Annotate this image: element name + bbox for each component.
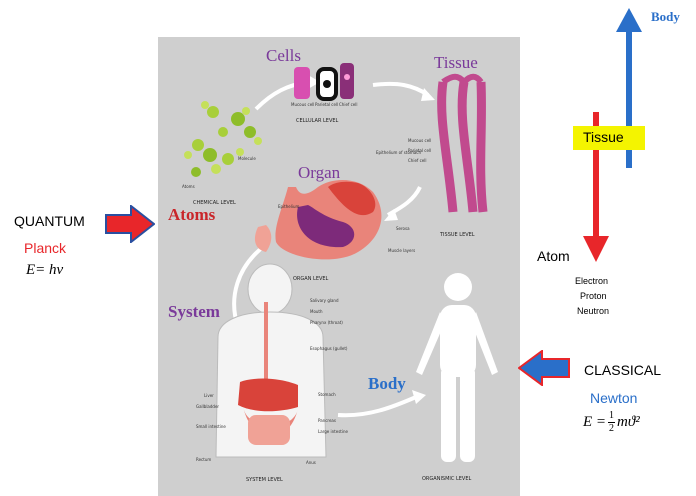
system-level-label: SYSTEM LEVEL bbox=[246, 478, 283, 483]
cell-type-chief: Chief cell bbox=[339, 103, 357, 107]
organ-label-epithelium: Epithelium bbox=[278, 205, 299, 209]
fraction-numerator: 1 bbox=[609, 411, 614, 421]
tissue-badge-label: Tissue bbox=[583, 129, 624, 145]
atoms-molecules-icon bbox=[184, 101, 262, 177]
body-heading: Body bbox=[368, 374, 406, 394]
system-label-esophagus: Esophagus (gullet) bbox=[310, 347, 347, 351]
chemical-level-label: CHEMICAL LEVEL bbox=[193, 201, 236, 206]
newton-equation: E = 1 2 mϑ² bbox=[583, 411, 640, 434]
fraction-denominator: 2 bbox=[609, 424, 614, 434]
classical-arrow-icon bbox=[518, 350, 570, 386]
system-label-anus: Anus bbox=[306, 461, 316, 465]
quantum-arrow-icon bbox=[105, 205, 155, 243]
system-label-gallbladder: Gallbladder bbox=[196, 405, 219, 409]
body-top-label: Body bbox=[651, 9, 680, 25]
organismic-level-label: ORGANISMIC LEVEL bbox=[422, 477, 471, 482]
particle-electron: Electron bbox=[575, 276, 608, 286]
molecule-label: Molecule bbox=[238, 157, 256, 161]
newton-equation-lhs: E = bbox=[583, 414, 606, 431]
system-label-salivary: Salivary gland bbox=[310, 299, 339, 303]
cells-heading: Cells bbox=[266, 46, 301, 66]
tissue-label-chief: Chief cell bbox=[408, 159, 426, 163]
cellular-level-label: CELLULAR LEVEL bbox=[296, 119, 338, 124]
system-label-stomach: Stomach bbox=[318, 393, 336, 397]
system-heading: System bbox=[168, 302, 220, 322]
stomach-icon bbox=[255, 180, 382, 259]
digestive-system-icon bbox=[216, 264, 326, 457]
system-label-liver: Liver bbox=[204, 394, 214, 398]
newton-equation-fraction: 1 2 bbox=[608, 411, 615, 434]
tissue-label-epithelium: Epithelium of stomach bbox=[376, 151, 421, 155]
organ-label-serosa: Serosa bbox=[396, 227, 410, 231]
organ-heading: Organ bbox=[298, 163, 340, 183]
atoms-small-label: Atoms bbox=[182, 185, 195, 189]
system-label-pancreas: Pancreas bbox=[318, 419, 336, 423]
system-label-mouth: Mouth bbox=[310, 310, 323, 314]
newton-equation-rhs: mϑ² bbox=[617, 414, 640, 431]
atoms-heading: Atoms bbox=[168, 205, 215, 225]
human-body-icon bbox=[416, 273, 498, 462]
classical-label: CLASSICAL bbox=[584, 362, 661, 378]
newton-label: Newton bbox=[590, 390, 637, 406]
tissue-level-label: TISSUE LEVEL bbox=[440, 233, 475, 238]
planck-label: Planck bbox=[24, 240, 66, 256]
cell-type-mucous: Mucous cell bbox=[291, 103, 314, 107]
system-label-pharynx: Pharynx (throat) bbox=[310, 321, 343, 325]
tissue-label-mucous: Mucous cell bbox=[408, 139, 431, 143]
biology-levels-panel: Cells Tissue Atoms Organ System Body Muc… bbox=[158, 37, 520, 496]
atom-label: Atom bbox=[537, 248, 570, 264]
cell-type-parietal: Parietal cell bbox=[315, 103, 338, 107]
particle-proton: Proton bbox=[580, 291, 607, 301]
system-label-rectum: Rectum bbox=[196, 458, 211, 462]
planck-equation: E= hv bbox=[26, 262, 63, 279]
particle-neutron: Neutron bbox=[577, 306, 609, 316]
system-label-large-intestine: Large intestine bbox=[318, 430, 348, 434]
tissue-icon bbox=[442, 77, 483, 212]
system-label-small-intestine: Small intestine bbox=[196, 425, 226, 429]
tissue-heading: Tissue bbox=[434, 53, 478, 73]
organ-level-label: ORGAN LEVEL bbox=[293, 277, 328, 282]
quantum-label: QUANTUM bbox=[14, 213, 85, 229]
organ-label-muscle: Muscle layers bbox=[388, 249, 415, 253]
cells-icon bbox=[294, 63, 354, 99]
